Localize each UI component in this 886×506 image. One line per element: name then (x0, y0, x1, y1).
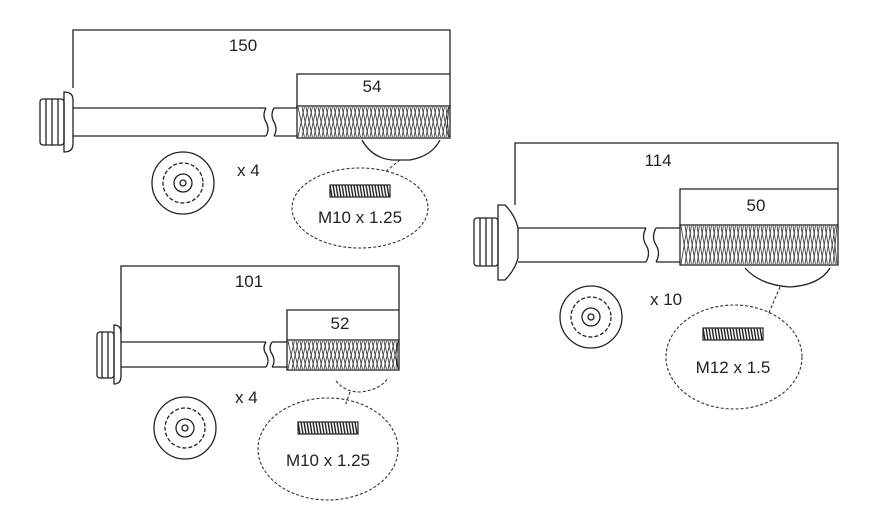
bolt-a-callout-pointer (384, 159, 401, 173)
bolt-b-callout-pointer (344, 391, 351, 407)
bolt-c-overall-length: 114 (644, 151, 671, 170)
bolt-b-thread (286, 339, 400, 371)
bolt-c-end-view (559, 285, 623, 349)
bolt-c-callout-leader (744, 267, 831, 288)
bolt-b-callout-leader (335, 377, 389, 393)
bolt-a-thread-callout (291, 167, 429, 249)
bolt-c-thread-callout (665, 304, 803, 410)
bolt-b-thread-sample (297, 421, 359, 435)
bolt-c-quantity: x 10 (650, 290, 682, 309)
bolt-c-group: 114 50 M12 x 1.5 (473, 142, 839, 410)
bolt-b-shank (121, 341, 287, 368)
bolt-a-overall-length: 150 (229, 36, 257, 55)
bolt-a-quantity: x 4 (237, 161, 260, 180)
bolt-a-thread (296, 105, 451, 139)
bolt-c-thread-dimension (679, 188, 838, 226)
bolt-b-thread-length: 52 (331, 314, 350, 333)
bolt-c-overall-dimension (514, 142, 839, 226)
bolt-a-thread-spec: M10 x 1.25 (318, 208, 402, 227)
bolt-b-overall-dimension (120, 265, 400, 340)
bolt-a-thread-dimension (296, 73, 450, 108)
bolt-a-callout-leader (361, 139, 441, 161)
bolt-c-head (473, 204, 519, 281)
bolt-a-overall-dimension (72, 29, 451, 108)
bolt-b-quantity: x 4 (235, 388, 258, 407)
bolt-a-group: 150 54 M10 x 1.25 (39, 29, 451, 249)
bolt-c-thread-spec: M12 x 1.5 (696, 358, 771, 377)
bolt-a-thread-sample (329, 184, 391, 198)
bolt-c-thread-sample (702, 327, 764, 341)
bolt-b-thread-dimension (286, 309, 399, 340)
bolt-c-callout-pointer (767, 286, 781, 316)
bolt-b-end-view (153, 396, 217, 460)
bolt-a-head (39, 91, 74, 153)
bolt-a-shank (73, 107, 297, 137)
bolt-a-thread-length: 54 (363, 77, 382, 96)
bolt-b-head (96, 324, 122, 385)
bolt-c-thread (679, 224, 839, 266)
bolt-b-overall-length: 101 (235, 272, 263, 291)
bolt-b-thread-spec: M10 x 1.25 (286, 451, 370, 470)
bolt-c-shank (518, 227, 680, 263)
bolt-b-thread-callout (257, 397, 399, 501)
bolt-c-thread-length: 50 (747, 196, 766, 215)
bolt-a-end-view (151, 151, 215, 215)
bolt-b-group: 101 52 M10 x 1.25 (96, 265, 400, 501)
